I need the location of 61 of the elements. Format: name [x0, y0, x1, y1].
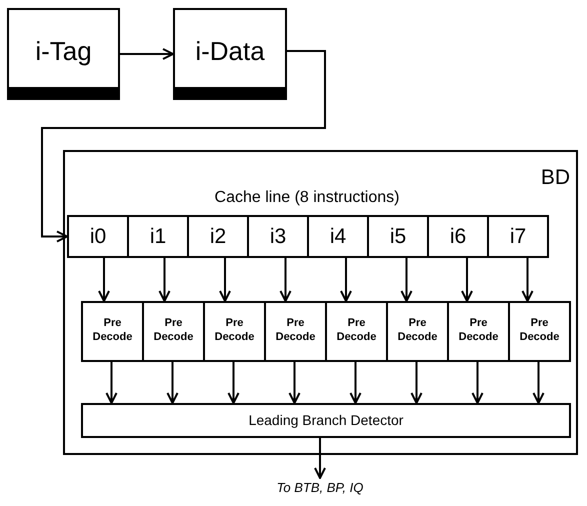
box-label: i-Data: [194, 36, 266, 67]
instruction-label: i2: [208, 225, 228, 249]
instruction-label: i1: [148, 225, 168, 249]
predecode-box: [81, 301, 144, 362]
arrow: [106, 362, 118, 404]
instruction-label: i3: [268, 225, 288, 249]
arrow: [41, 50, 326, 242]
predecode-box: [264, 301, 327, 362]
output-label: To BTB, BP, IQ: [276, 480, 364, 495]
predecode-label: Pre Decode: [274, 316, 316, 344]
instruction-cell: [247, 215, 309, 258]
instruction-cell: [127, 215, 189, 258]
predecode-label: Pre Decode: [396, 316, 438, 344]
instruction-cell: [487, 215, 549, 258]
block-frame: [63, 150, 578, 455]
predecode-label: Pre Decode: [336, 316, 378, 344]
arrow: [280, 258, 292, 302]
predecode-label: Pre Decode: [152, 316, 194, 344]
arrow: [522, 258, 534, 302]
arrow: [166, 362, 178, 404]
instruction-cell: [367, 215, 429, 258]
predecode-box: [325, 301, 388, 362]
arrow: [350, 362, 362, 404]
instruction-label: i4: [328, 225, 348, 249]
instruction-cell: [187, 215, 249, 258]
predecode-box: [447, 301, 510, 362]
instruction-label: i5: [388, 225, 408, 249]
instruction-label: i6: [448, 225, 468, 249]
arrow: [340, 258, 352, 302]
memory-box: [173, 8, 287, 100]
instruction-label: i7: [508, 225, 528, 249]
predecode-label: Pre Decode: [92, 316, 134, 344]
arrow: [219, 258, 231, 302]
arrow: [288, 362, 300, 404]
arrow: [120, 48, 174, 60]
predecode-box: [142, 301, 205, 362]
arrow: [532, 362, 544, 404]
instruction-cell: [427, 215, 489, 258]
predecode-box: [386, 301, 449, 362]
arrow: [228, 362, 240, 404]
instruction-cell: [307, 215, 369, 258]
block-label: BD: [540, 166, 570, 190]
predecode-label: Pre Decode: [458, 316, 500, 344]
arrow: [98, 258, 110, 302]
arrow: [400, 258, 412, 302]
instruction-label: i0: [88, 225, 108, 249]
predecode-box: [508, 301, 571, 362]
detector-label: Leading Branch Detector: [248, 412, 404, 428]
arrow: [410, 362, 422, 404]
arrow: [461, 258, 473, 302]
arrow: [158, 258, 170, 302]
detector-box: [81, 403, 571, 438]
row-title: Cache line (8 instructions): [214, 189, 400, 207]
arrow: [472, 362, 484, 404]
predecode-label: Pre Decode: [214, 316, 256, 344]
arrow: [314, 438, 326, 479]
memory-box: [7, 8, 120, 100]
predecode-box: [203, 301, 266, 362]
predecode-label: Pre Decode: [518, 316, 560, 344]
instruction-cell: [67, 215, 129, 258]
box-label: i-Tag: [34, 36, 93, 67]
